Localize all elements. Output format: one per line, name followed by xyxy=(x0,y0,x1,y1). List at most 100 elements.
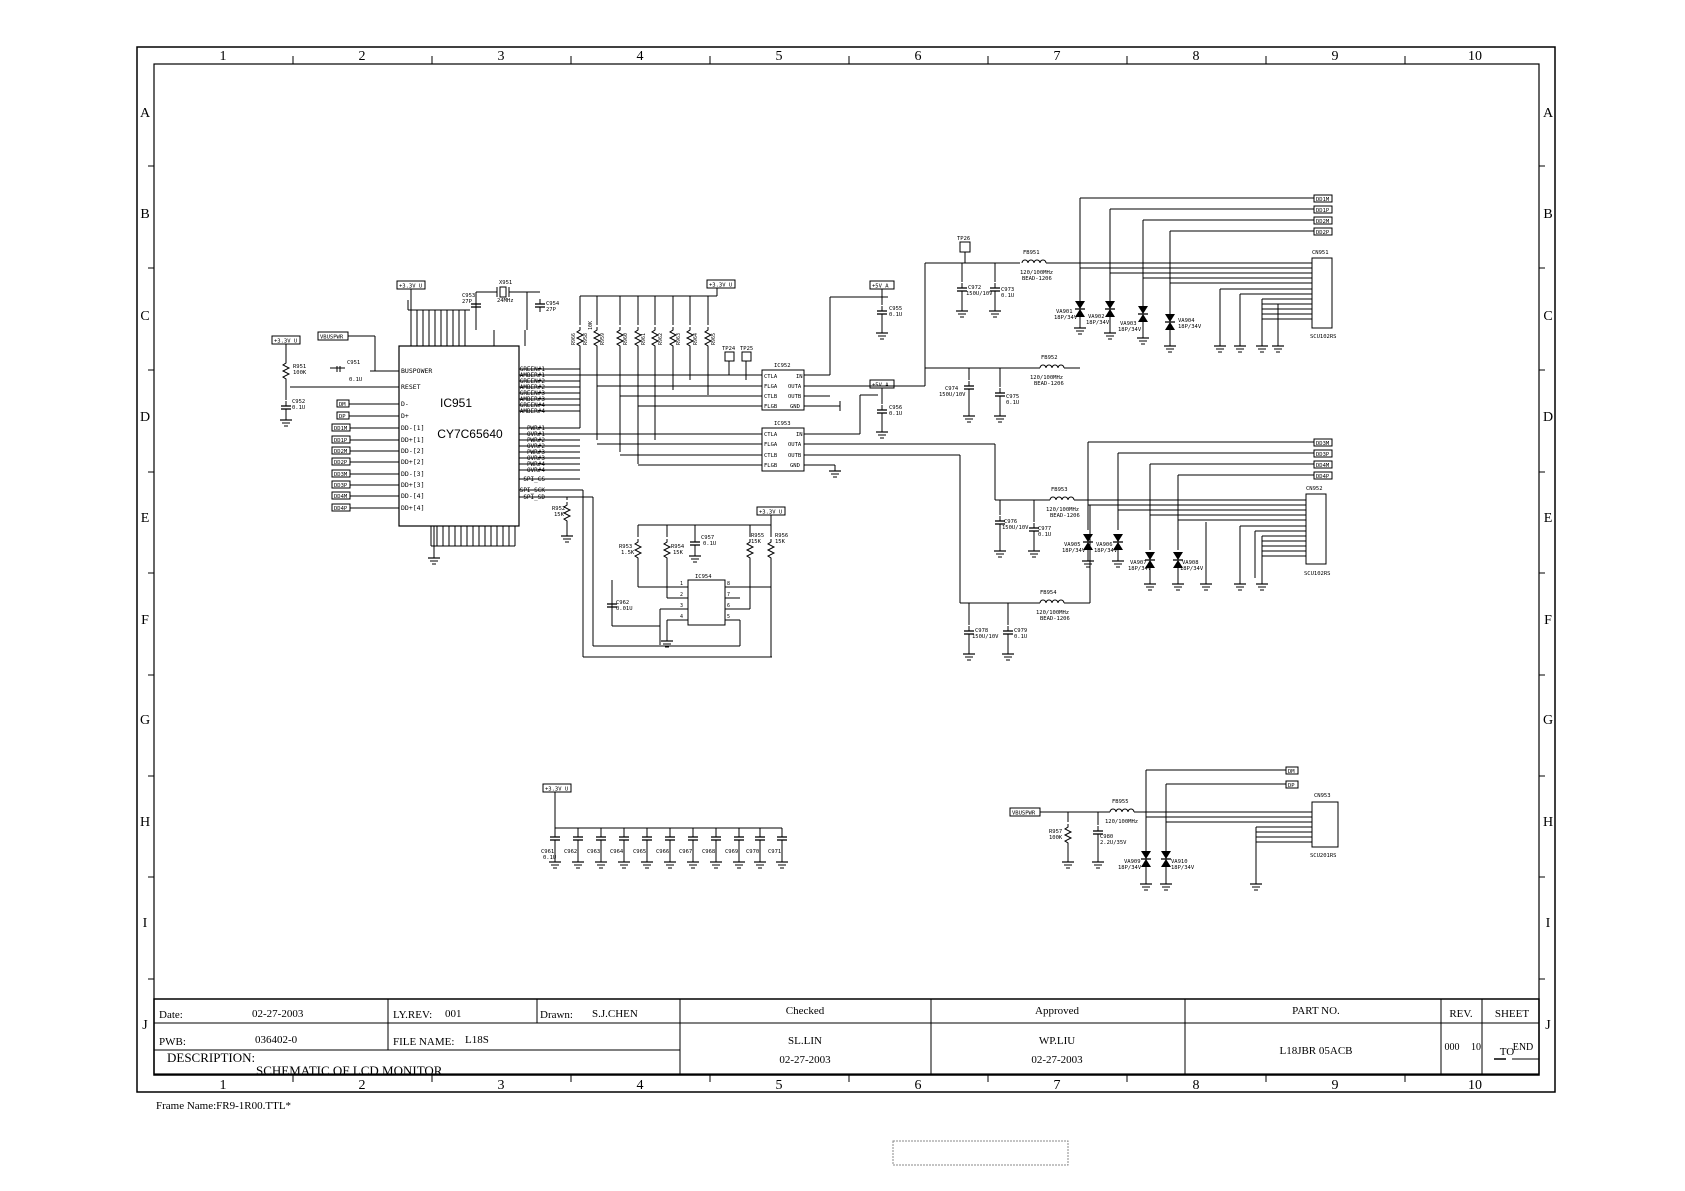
c979-value: 0.1U xyxy=(1014,634,1027,640)
row-ticks xyxy=(148,165,1545,980)
c951-ref: C951 xyxy=(347,360,360,366)
r952-value: 15K xyxy=(554,512,565,518)
fb953-value: 120/100MHz xyxy=(1046,507,1079,513)
ic951-pin-left: DD-[1] xyxy=(401,424,424,432)
svg-text:VA903: VA903 xyxy=(1120,321,1137,327)
rail-tag-5va-1: +5V_A xyxy=(869,280,895,290)
port-tag-dd1p: DD1P xyxy=(331,435,351,444)
port-tag-dd4m: DD4M xyxy=(331,491,351,500)
crystal-x951: +3.3V_U X951 24MHz C953 27P C954 27P xyxy=(396,280,560,330)
svg-text:+5V_A: +5V_A xyxy=(872,383,889,389)
fb953-ref: FB953 xyxy=(1051,487,1068,493)
pullup-ref: R959 xyxy=(600,333,606,345)
c972-ref: C972 xyxy=(968,285,981,291)
col-label-bottom: 1 xyxy=(220,1078,227,1093)
svg-text:VA904: VA904 xyxy=(1178,318,1195,324)
r957-ref: R957 xyxy=(1049,829,1062,835)
c974-ref: C974 xyxy=(945,386,959,392)
rev-value: 000 xyxy=(1445,1042,1460,1053)
svg-text:DD1M: DD1M xyxy=(1316,197,1330,203)
upstream-cn953: VBUSPWR FB955 120/100MHz R957 100K C980 … xyxy=(1009,766,1339,891)
svg-text:DM: DM xyxy=(1288,769,1295,775)
port-tag-dd3m: DD3M xyxy=(331,469,351,478)
power-switches: TP24 TP25 IC952 CTLA FLGA CTLB FLGB IN O… xyxy=(580,280,995,478)
rail-tag-3v3-bottom: +3.3V_U xyxy=(542,783,572,793)
fb954-type: BEAD-1206 xyxy=(1040,616,1070,622)
decoupling-ref: C963 xyxy=(587,849,600,855)
c952-ref: C952 xyxy=(292,399,305,405)
sheet-label: SHEET xyxy=(1495,1008,1530,1020)
empty-stamp-box xyxy=(892,1140,1069,1166)
c973-value: 0.1U xyxy=(1001,293,1014,299)
tp25-ref: TP25 xyxy=(740,346,753,352)
decoupling-ref: C969 xyxy=(725,849,738,855)
bus-tag-dd4p: DD4P xyxy=(1313,471,1333,480)
svg-text:VA907: VA907 xyxy=(1130,560,1147,566)
col-label-bottom: 4 xyxy=(637,1078,644,1093)
partno-value: L18JBR 05ACB xyxy=(1279,1045,1352,1057)
rev-label: REV. xyxy=(1449,1008,1473,1020)
svg-text:VA909: VA909 xyxy=(1124,859,1141,865)
decoupling-ref: C967 xyxy=(679,849,692,855)
drawn-label: Drawn: xyxy=(540,1009,573,1021)
x951-value: 24MHz xyxy=(497,298,514,304)
ic951-part: CY7C65640 xyxy=(437,427,503,441)
svg-text:DD3M: DD3M xyxy=(334,472,348,478)
port-tag-dp: DP xyxy=(336,411,350,420)
svg-text:CTLA: CTLA xyxy=(764,432,778,438)
column-ticks xyxy=(292,56,1406,1082)
description-label: DESCRIPTION: xyxy=(167,1050,255,1065)
row-label-left: I xyxy=(143,916,148,931)
fb954-value: 120/100MHz xyxy=(1036,610,1069,616)
c979-ref: C979 xyxy=(1014,628,1027,634)
svg-text:1: 1 xyxy=(680,581,683,587)
ic951-pin-left: RESET xyxy=(401,383,421,391)
lyrev-value: 001 xyxy=(445,1008,462,1020)
col-label-top: 2 xyxy=(359,49,366,64)
c957-value: 0.1U xyxy=(703,541,716,547)
svg-text:2: 2 xyxy=(680,592,683,598)
decoupling-bank: +3.3V_U C961 C962 C963 C964 C965 C966 xyxy=(541,783,789,869)
svg-text:DD3P: DD3P xyxy=(1316,452,1330,458)
col-label-bottom: 7 xyxy=(1054,1078,1061,1093)
c962-ref: C962 xyxy=(616,600,629,606)
c954-ref: C954 xyxy=(546,301,560,307)
svg-text:OUTA: OUTA xyxy=(788,384,802,390)
cn953-ref: CN953 xyxy=(1314,793,1331,799)
pwb-label: PWB: xyxy=(159,1036,186,1048)
pullup-value: 10K xyxy=(588,321,594,330)
c954-value: 27P xyxy=(546,307,557,313)
column-labels: 1 2 3 4 5 6 7 8 9 10 1 2 3 4 5 6 7 8 9 1… xyxy=(220,49,1483,1093)
fb953-type: BEAD-1206 xyxy=(1050,513,1080,519)
svg-text:OUTB: OUTB xyxy=(788,394,802,400)
cn951-type: SCU102RS xyxy=(1310,334,1337,340)
r953-ref: R953 xyxy=(619,544,632,550)
filename-value: L18S xyxy=(465,1034,489,1046)
r951-value: 100K xyxy=(293,370,307,376)
c976-ref: C976 xyxy=(1004,519,1017,525)
svg-text:DD4M: DD4M xyxy=(1316,463,1330,469)
svg-text:+3.3V_U: +3.3V_U xyxy=(709,283,732,289)
row-label-right: J xyxy=(1545,1018,1551,1033)
svg-text:+3.3V_U: +3.3V_U xyxy=(545,787,568,793)
svg-text:VA906: VA906 xyxy=(1096,542,1113,548)
col-label-bottom: 9 xyxy=(1332,1078,1339,1093)
svg-text:VA910: VA910 xyxy=(1171,859,1188,865)
r953-value: 1.5K xyxy=(621,550,635,556)
svg-text:3: 3 xyxy=(680,603,683,609)
fb951-value: 120/100MHz xyxy=(1020,270,1053,276)
svg-text:7: 7 xyxy=(727,592,730,598)
c972-value: 150U/10V xyxy=(966,291,993,297)
c952-value: 0.1U xyxy=(292,405,305,411)
drawn-value: S.J.CHEN xyxy=(592,1008,638,1020)
row-label-left: C xyxy=(140,309,149,324)
fb951-type: BEAD-1206 xyxy=(1022,276,1052,282)
bus-tag-dd4m: DD4M xyxy=(1313,460,1333,469)
decoupling-ref: C966 xyxy=(656,849,669,855)
r957-value: 100K xyxy=(1049,835,1063,841)
